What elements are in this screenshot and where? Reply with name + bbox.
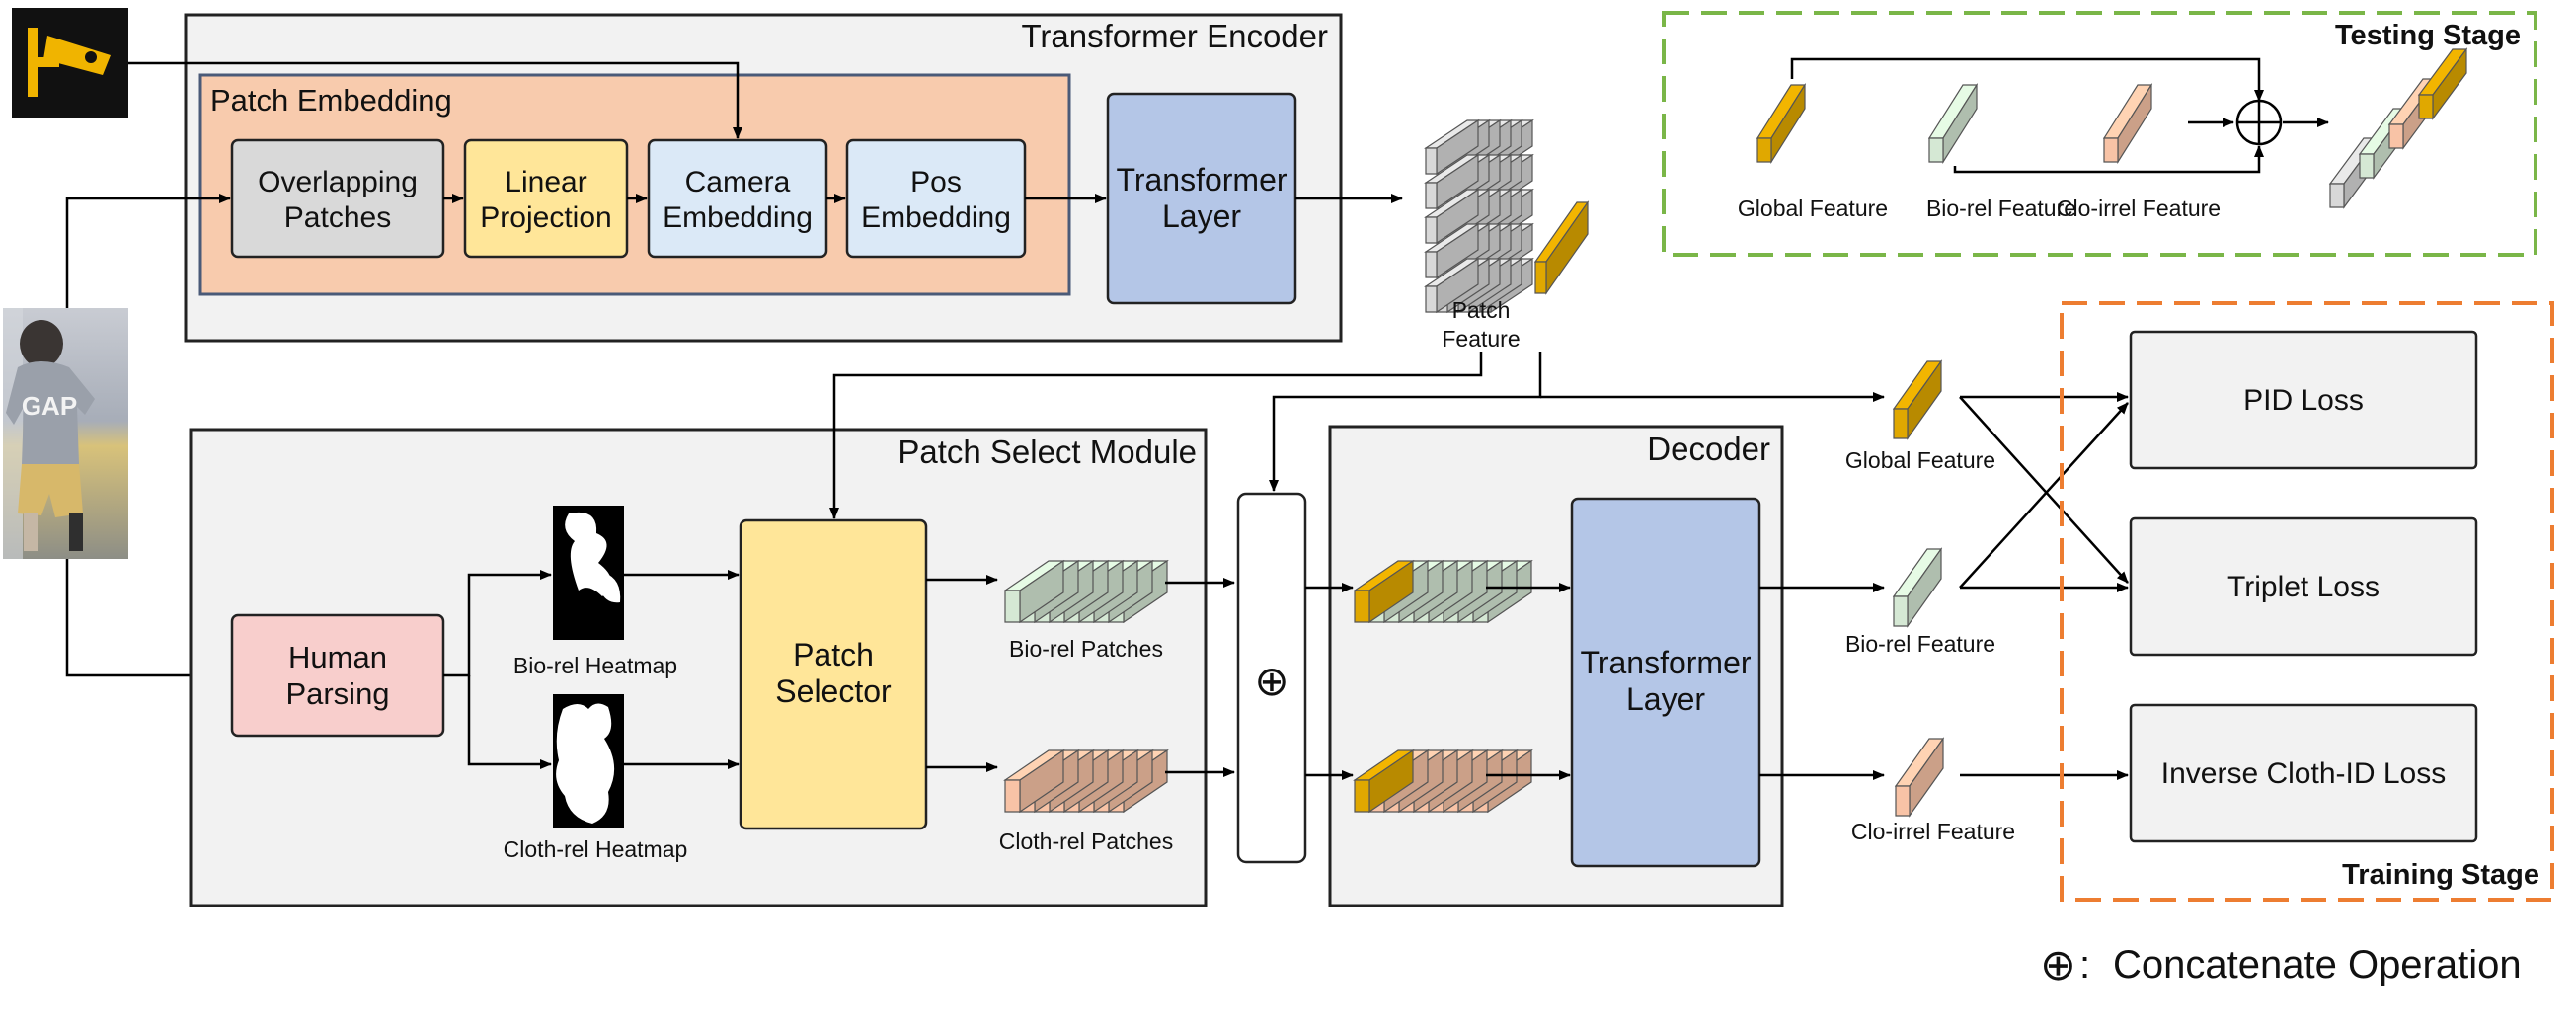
training-stage-title: Training Stage bbox=[2342, 859, 2539, 891]
svg-text:Feature: Feature bbox=[1442, 326, 1520, 352]
svg-text:Embedding: Embedding bbox=[861, 201, 1011, 234]
camera-embedding-box: Camera Embedding bbox=[647, 138, 828, 259]
decoder-title: Decoder bbox=[1647, 431, 1770, 467]
cloth-heatmap-label: Cloth-rel Heatmap bbox=[504, 836, 688, 862]
svg-text:Parsing: Parsing bbox=[285, 676, 389, 711]
legend: ⊕ : Concatenate Operation bbox=[2040, 941, 2522, 989]
human-parsing-box: Human Parsing bbox=[230, 613, 445, 738]
bio-rel-patches bbox=[1003, 559, 1169, 624]
svg-text:Transformer: Transformer bbox=[1580, 645, 1751, 680]
person-image: GAP bbox=[3, 308, 128, 559]
testing-clo-feature bbox=[2102, 82, 2153, 165]
svg-text:PID Loss: PID Loss bbox=[2243, 384, 2364, 417]
encoder-transformer-layer: Transformer Layer bbox=[1106, 92, 1297, 305]
testing-bio-feature bbox=[1927, 82, 1979, 165]
bio-rel-heatmap bbox=[553, 506, 624, 640]
svg-text:Patch: Patch bbox=[793, 637, 874, 672]
decoder-arrows bbox=[1305, 583, 1885, 780]
concat-symbol: ⊕ bbox=[1254, 658, 1288, 704]
bio-feature-label: Bio-rel Feature bbox=[1845, 631, 1995, 657]
psm-arrows bbox=[443, 352, 1885, 777]
legend-symbol: ⊕ bbox=[2040, 941, 2076, 989]
camera-icon bbox=[12, 8, 128, 118]
svg-text:GAP: GAP bbox=[22, 391, 77, 421]
testing-global-feature bbox=[1756, 82, 1807, 165]
encoder-title: Transformer Encoder bbox=[1021, 18, 1328, 54]
patch-feature-stack bbox=[1424, 118, 1590, 314]
testing-concat-icon bbox=[2235, 99, 2283, 146]
pid-loss-box: PID Loss bbox=[2129, 330, 2478, 470]
decoder-transformer-layer: Transformer Layer bbox=[1570, 497, 1761, 868]
legend-text: Concatenate Operation bbox=[2113, 943, 2522, 986]
patch-selector-box: Patch Selector bbox=[739, 518, 928, 830]
patch-feature-label: Patch Feature bbox=[1442, 297, 1520, 352]
loss-arrows bbox=[1959, 392, 2129, 780]
psm-title: Patch Select Module bbox=[898, 434, 1197, 470]
svg-text:Selector: Selector bbox=[775, 673, 892, 709]
decoder: Decoder Transformer Layer bbox=[1328, 425, 1784, 907]
clo-feature-label: Clo-irrel Feature bbox=[1851, 819, 2015, 844]
svg-text:Triplet Loss: Triplet Loss bbox=[2227, 571, 2380, 603]
bio-heatmap-label: Bio-rel Heatmap bbox=[513, 653, 677, 678]
testing-stage: Testing Stage Global Feature Bio-rel Fea… bbox=[1662, 11, 2537, 257]
bio-rel-feature bbox=[1892, 547, 1943, 628]
testing-global-label: Global Feature bbox=[1738, 196, 1888, 221]
training-stage: Training Stage PID Loss Triplet Loss Inv… bbox=[2060, 301, 2554, 902]
linear-projection-box: Linear Projection bbox=[463, 138, 629, 259]
concat-bar: ⊕ bbox=[1236, 492, 1307, 864]
svg-text:Pos: Pos bbox=[910, 166, 962, 198]
testing-bio-label: Bio-rel Feature bbox=[1926, 196, 2076, 221]
overlapping-patches-box: Overlapping Patches bbox=[230, 138, 445, 259]
svg-text:Inverse Cloth-ID Loss: Inverse Cloth-ID Loss bbox=[2161, 757, 2446, 790]
bio-patches-label: Bio-rel Patches bbox=[1009, 636, 1163, 662]
clo-irrel-feature bbox=[1894, 737, 1945, 818]
cloth-rel-patches bbox=[1003, 749, 1169, 814]
legend-separator: : bbox=[2079, 943, 2090, 986]
svg-text:Linear: Linear bbox=[505, 166, 586, 198]
decoder-bio-patches bbox=[1353, 559, 1533, 624]
testing-stage-title: Testing Stage bbox=[2335, 20, 2521, 51]
global-feature bbox=[1892, 359, 1943, 440]
svg-text:Projection: Projection bbox=[480, 201, 611, 234]
patch-embedding-title: Patch Embedding bbox=[210, 83, 452, 118]
global-feature-label: Global Feature bbox=[1845, 447, 1995, 473]
svg-text:Patch: Patch bbox=[1452, 297, 1511, 323]
triplet-loss-box: Triplet Loss bbox=[2129, 516, 2478, 657]
svg-text:Patches: Patches bbox=[284, 201, 391, 234]
cloth-rel-heatmap bbox=[553, 694, 624, 828]
inverse-cloth-id-loss-box: Inverse Cloth-ID Loss bbox=[2129, 703, 2478, 843]
decoder-cloth-patches bbox=[1353, 749, 1533, 814]
svg-text:Overlapping: Overlapping bbox=[258, 166, 418, 198]
svg-text:Human: Human bbox=[288, 640, 387, 674]
svg-text:Layer: Layer bbox=[1162, 198, 1241, 234]
testing-concat-feature bbox=[2328, 47, 2468, 209]
encoder-arrows bbox=[65, 61, 1403, 680]
transformer-encoder: Transformer Encoder Patch Embedding Over… bbox=[184, 13, 1343, 343]
pos-embedding-box: Pos Embedding bbox=[845, 138, 1027, 259]
svg-text:Transformer: Transformer bbox=[1116, 162, 1287, 197]
svg-text:Embedding: Embedding bbox=[663, 201, 813, 234]
patch-select-module: Patch Select Module Human Parsing Bio-re… bbox=[189, 428, 1208, 907]
testing-clo-label: Clo-irrel Feature bbox=[2057, 196, 2221, 221]
cloth-patches-label: Cloth-rel Patches bbox=[999, 828, 1173, 854]
svg-text:Layer: Layer bbox=[1626, 681, 1705, 717]
svg-text:Camera: Camera bbox=[685, 166, 791, 198]
